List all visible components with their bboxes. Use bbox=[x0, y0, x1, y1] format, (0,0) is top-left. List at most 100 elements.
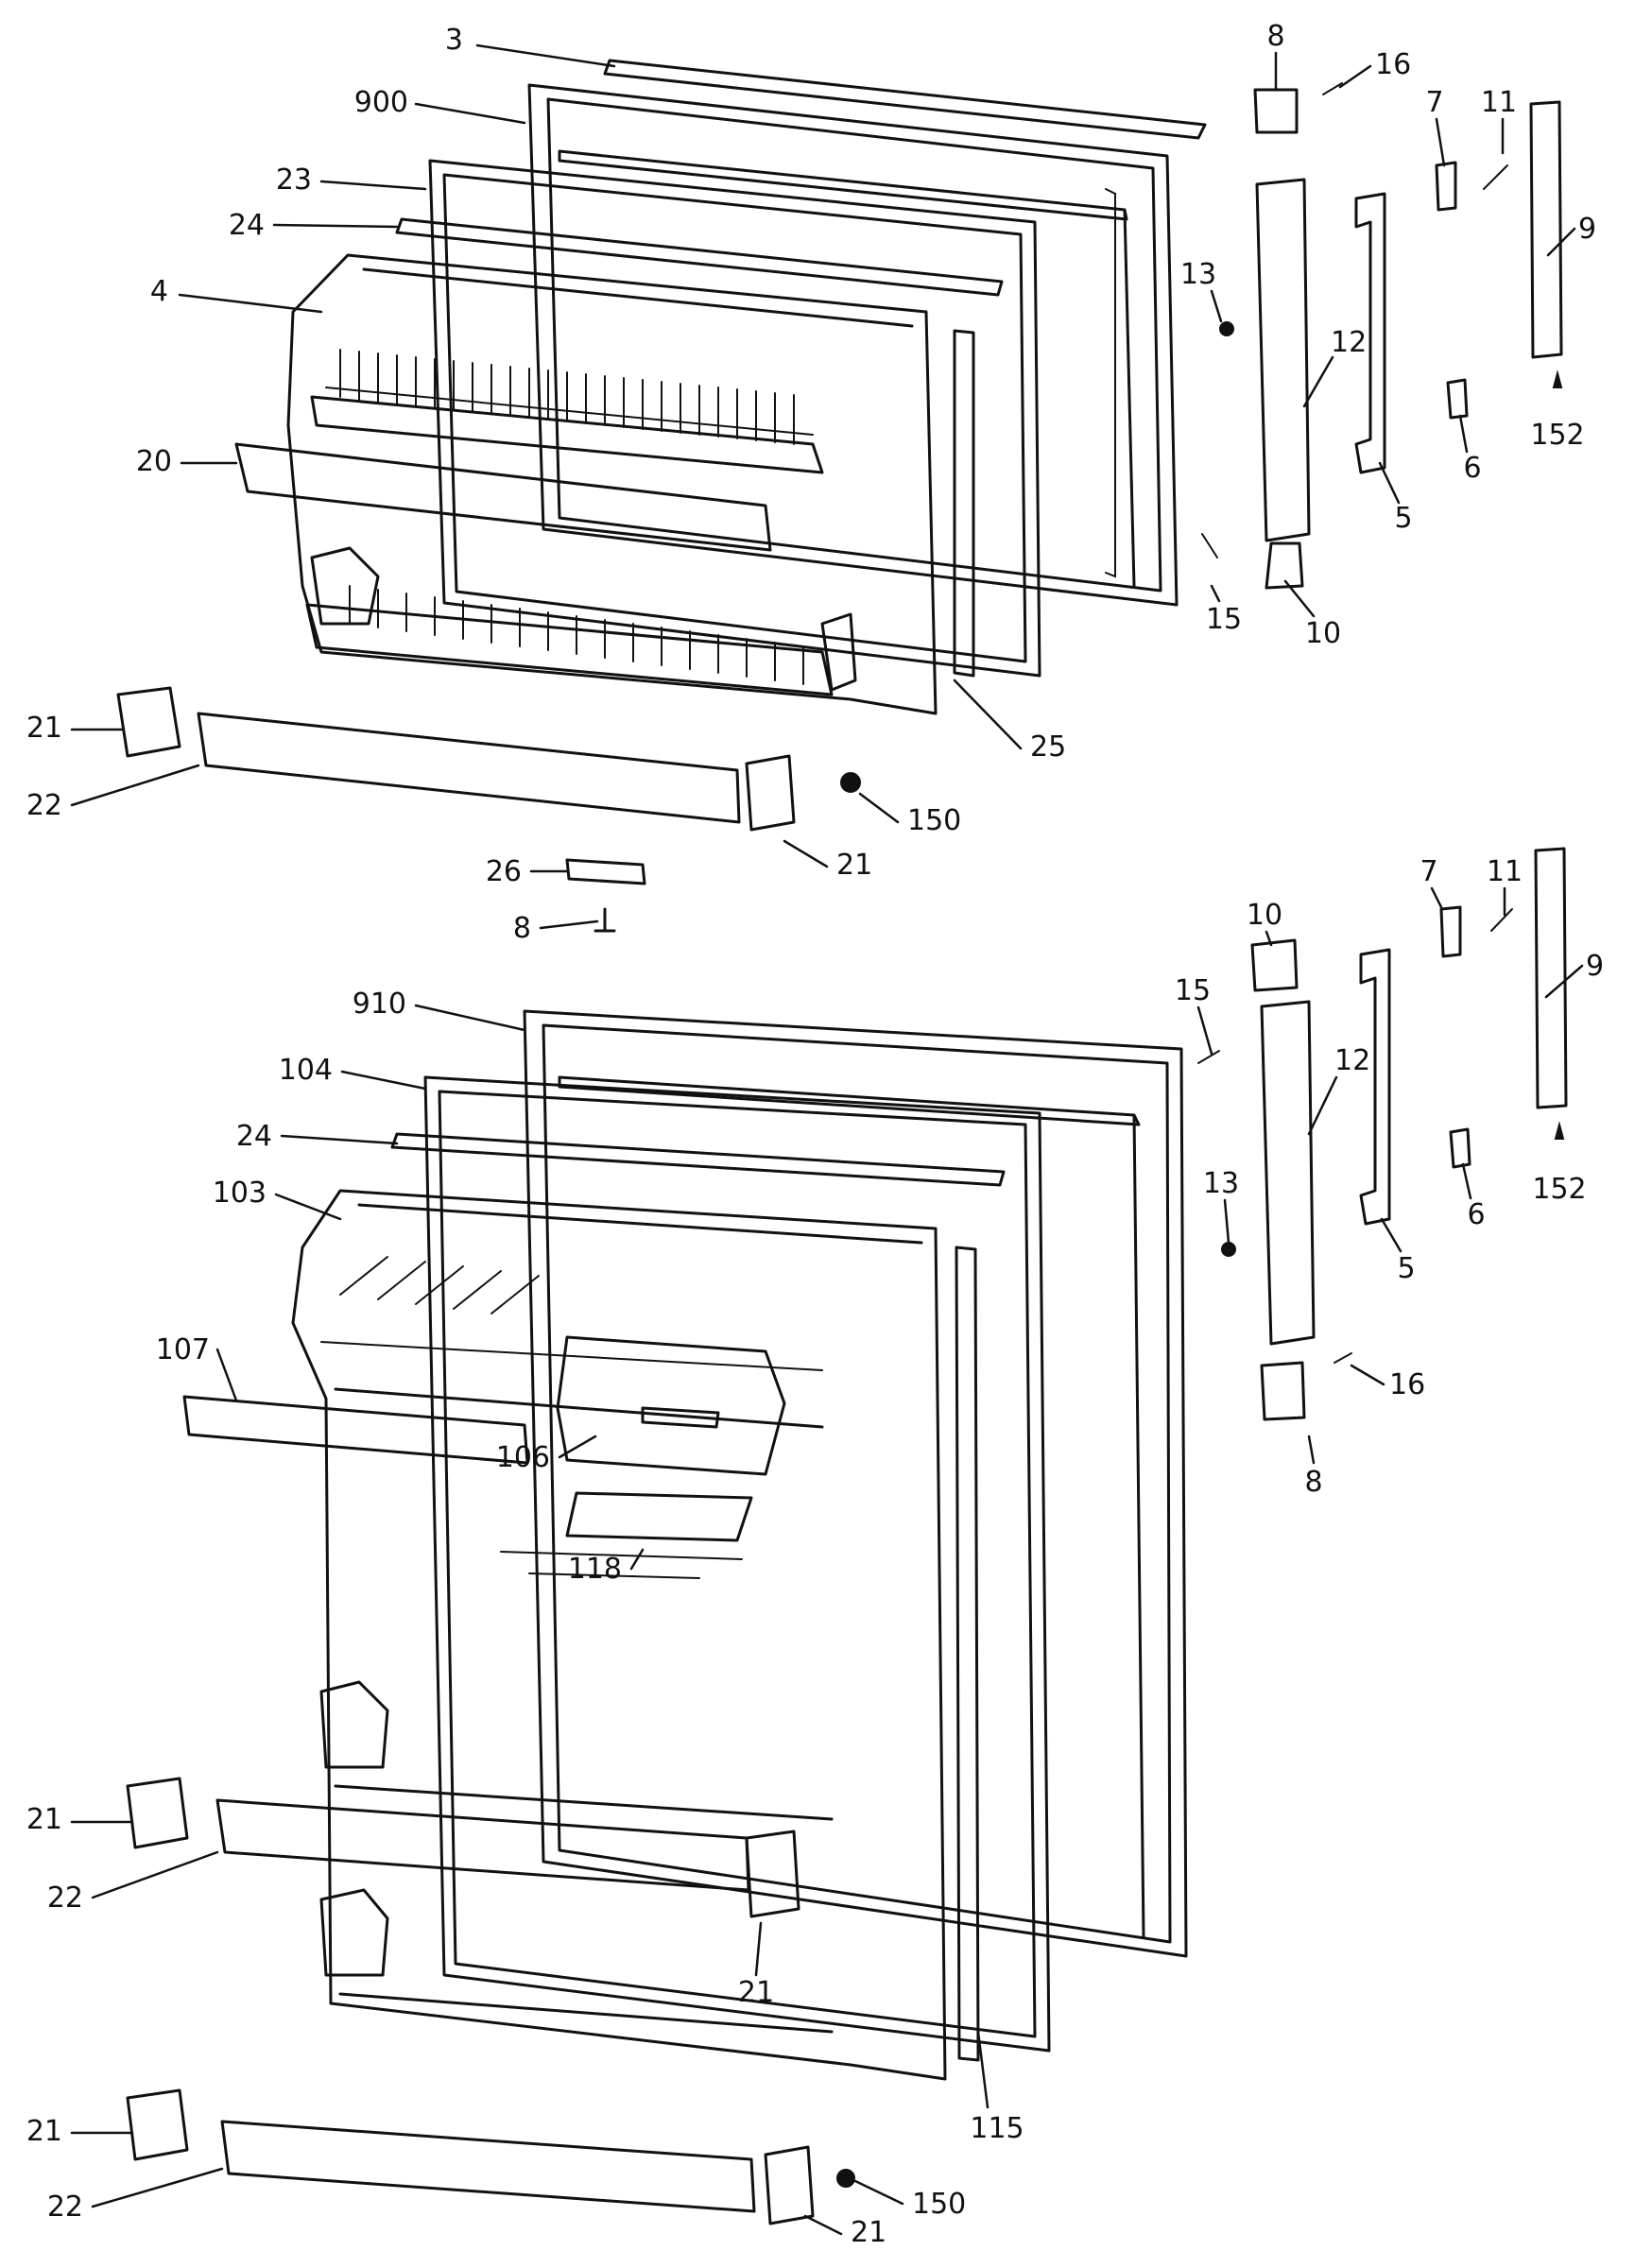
callout-number: 104 bbox=[279, 1054, 333, 1087]
leader-line bbox=[953, 679, 1023, 750]
part-end-cap-lower-left-2 bbox=[126, 2088, 189, 2161]
callout-c-115: 115 bbox=[970, 2030, 1024, 2145]
callout-number: 22 bbox=[26, 789, 62, 822]
leader-line bbox=[414, 1004, 526, 1032]
callout-c-12b: 12 bbox=[1307, 1044, 1370, 1136]
callout-number: 21 bbox=[851, 2216, 886, 2249]
callout-number: 16 bbox=[1375, 48, 1411, 81]
leader-line bbox=[280, 1134, 399, 1145]
callout-number: 21 bbox=[738, 1976, 774, 2009]
part-bracket-6-lower bbox=[1449, 1127, 1471, 1169]
part-outer-door-panel-lower bbox=[523, 1009, 1188, 1958]
callout-number: 7 bbox=[1425, 86, 1443, 119]
part-screw-150-upper bbox=[840, 772, 861, 793]
callout-c-25: 25 bbox=[953, 679, 1066, 764]
leader-line bbox=[1350, 1364, 1385, 1386]
part-end-cap-right bbox=[745, 754, 796, 832]
callout-number: 8 bbox=[1304, 1466, 1322, 1499]
part-door-gasket-lower bbox=[423, 1075, 1051, 2053]
leader-line bbox=[1546, 227, 1576, 257]
leader-line bbox=[272, 223, 399, 229]
callout-number: 107 bbox=[156, 1333, 210, 1366]
callout-number: 900 bbox=[354, 86, 408, 119]
leader-line bbox=[629, 1548, 645, 1571]
part-door-liner bbox=[286, 253, 938, 715]
leader-line bbox=[91, 2167, 224, 2208]
callout-c-7a: 7 bbox=[1425, 86, 1446, 167]
callout-c-21d: 21 bbox=[738, 1921, 774, 2009]
callout-number: 118 bbox=[568, 1553, 622, 1586]
part-bracket-6-upper bbox=[1446, 378, 1469, 420]
part-plug-13-upper bbox=[1219, 321, 1234, 336]
leader-line bbox=[1378, 461, 1401, 505]
part-bracket-7-lower bbox=[1439, 905, 1462, 958]
part-handle-trim-12-lower bbox=[1260, 1000, 1316, 1346]
callout-c-150b: 150 bbox=[853, 2179, 966, 2221]
leader-line bbox=[1283, 579, 1316, 618]
callout-c-16b: 16 bbox=[1350, 1364, 1425, 1401]
callout-number: 13 bbox=[1203, 1167, 1239, 1200]
part-side-bar-lower bbox=[955, 1246, 980, 2062]
leader-line bbox=[215, 1348, 238, 1402]
part-shelf-bar bbox=[234, 442, 772, 552]
callout-number: 24 bbox=[236, 1120, 272, 1153]
callout-c-152b: 152 bbox=[1532, 1173, 1586, 1206]
part-end-cap-lower-left-1 bbox=[126, 1777, 189, 1849]
callout-c-9b: 9 bbox=[1544, 950, 1604, 999]
callout-c-6a: 6 bbox=[1458, 414, 1482, 485]
part-trim-9-lower bbox=[1534, 847, 1568, 1109]
leader-line bbox=[1223, 1198, 1230, 1245]
callout-c-910: 910 bbox=[353, 988, 526, 1032]
callout-number: 150 bbox=[907, 804, 961, 837]
callout-number: 11 bbox=[1481, 86, 1517, 119]
leader-line bbox=[558, 1435, 597, 1459]
part-bracket-7-upper bbox=[1435, 161, 1457, 212]
callout-c-10a: 10 bbox=[1283, 579, 1341, 650]
callout-c-152a: 152 bbox=[1530, 419, 1584, 452]
part-handle-5-lower bbox=[1359, 948, 1391, 1226]
part-cap-152-upper bbox=[1552, 369, 1563, 388]
part-door-gasket bbox=[428, 159, 1041, 678]
leader-line bbox=[1435, 117, 1446, 167]
callout-number: 103 bbox=[213, 1177, 267, 1210]
callout-number: 15 bbox=[1175, 974, 1211, 1007]
callout-number: 15 bbox=[1206, 603, 1242, 636]
callout-number: 13 bbox=[1180, 258, 1216, 291]
leader-line bbox=[1338, 64, 1372, 89]
callout-c-3: 3 bbox=[445, 24, 616, 68]
leader-line bbox=[178, 293, 323, 314]
callout-number: 150 bbox=[912, 2188, 966, 2221]
callout-c-150a: 150 bbox=[858, 792, 961, 837]
callout-number: 21 bbox=[26, 1803, 62, 1836]
part-butter-door-label bbox=[641, 1406, 720, 1429]
leader-line bbox=[1196, 1005, 1213, 1056]
part-end-cap-lower-right-1 bbox=[745, 1830, 800, 1918]
leader-line bbox=[1210, 584, 1221, 603]
callout-number: 6 bbox=[1467, 1198, 1485, 1231]
callout-c-5a: 5 bbox=[1378, 461, 1413, 535]
callout-number: 115 bbox=[970, 2112, 1024, 2145]
part-stop-screw bbox=[594, 907, 616, 933]
part-butter-compartment bbox=[556, 1335, 786, 1476]
callout-c-103: 103 bbox=[213, 1177, 342, 1221]
callout-number: 21 bbox=[26, 712, 62, 745]
callout-number: 24 bbox=[229, 209, 265, 242]
callout-number: 20 bbox=[136, 445, 172, 478]
part-lower-shelf-bar bbox=[197, 712, 741, 824]
part-top-trim bbox=[603, 59, 1207, 140]
callout-number: 21 bbox=[26, 2115, 62, 2148]
callout-c-13a: 13 bbox=[1180, 258, 1223, 323]
part-hinge-10-lower bbox=[1250, 938, 1299, 992]
part-screw-16-upper bbox=[1322, 82, 1343, 95]
leader-line bbox=[1461, 1162, 1472, 1200]
leader-line bbox=[70, 764, 200, 807]
part-lower-shelf-bar-2 bbox=[220, 2120, 756, 2213]
upper-handle-hinge-parts bbox=[1201, 82, 1563, 590]
callout-c-6b: 6 bbox=[1461, 1162, 1486, 1231]
callout-number: 26 bbox=[486, 855, 522, 888]
part-butter-tray bbox=[565, 1491, 753, 1542]
callout-c-15b: 15 bbox=[1175, 974, 1213, 1056]
part-trim-9-upper bbox=[1529, 100, 1563, 359]
callout-number: 10 bbox=[1305, 617, 1341, 650]
